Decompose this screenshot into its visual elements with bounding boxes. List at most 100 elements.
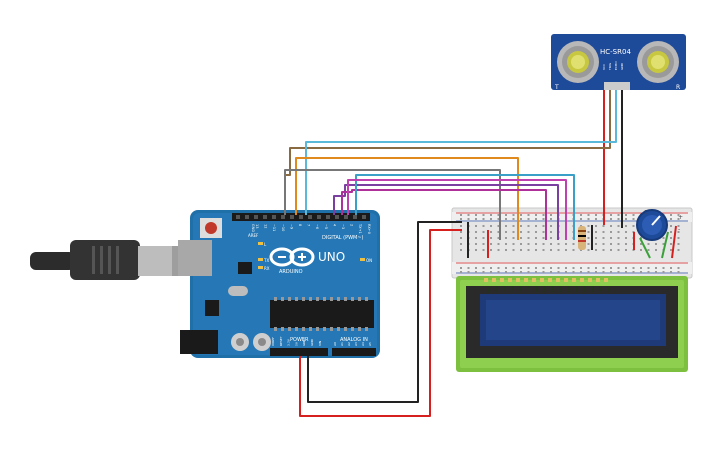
power-pin-label: GND: [310, 338, 314, 346]
lcd-pin: [556, 278, 560, 282]
lcd-pin: [508, 278, 512, 282]
power-header: [270, 348, 328, 356]
lcd-pin-label: RS: [510, 286, 514, 290]
tx-led: [258, 258, 263, 261]
potentiometer[interactable]: 1: [636, 209, 668, 241]
wires: [284, 90, 677, 417]
power-pin-label: 3.3V: [287, 338, 291, 346]
aref-label: AREF: [248, 233, 259, 238]
transmitter-icon: [557, 41, 599, 83]
microcontroller-chip: [270, 300, 374, 328]
sensor-r-label: R: [676, 84, 680, 91]
lcd-pin: [532, 278, 536, 282]
lcd-pin-header: [484, 278, 608, 282]
lcd-pin: [564, 278, 568, 282]
digital-pin-label: 12: [264, 224, 268, 228]
lcd-pin-label: DB0: [534, 286, 538, 292]
lcd-pin: [588, 278, 592, 282]
power-jack: [180, 330, 218, 354]
usb-cable: [30, 240, 200, 280]
digital-pin-label: 8: [298, 224, 302, 226]
power-pin-label: RESET: [279, 336, 283, 346]
l-label: L: [264, 242, 267, 247]
power-pin-label: IOREF: [271, 337, 275, 346]
crystal: [228, 286, 248, 296]
sensor-pin-label: TRIG: [608, 62, 612, 71]
arduino-uno-board[interactable]: DIGITAL (PWM~) AREF UNO ARDUINO TX RX L …: [178, 210, 380, 358]
bb-minus-label: -: [678, 226, 680, 233]
resistor: [578, 226, 586, 250]
analog-pin-label: A2: [347, 342, 351, 346]
voltage-regulator: [205, 300, 219, 316]
lcd-pin: [548, 278, 552, 282]
usb-grip-icon: [92, 246, 119, 274]
lcd-pin-label: LED: [598, 286, 602, 293]
lcd-pin: [500, 278, 504, 282]
analog-pin-label: A1: [340, 342, 344, 346]
lcd-pin-label: E: [526, 286, 530, 288]
analog-header: [332, 348, 376, 356]
analog-header-label: ANALOG IN: [340, 337, 368, 343]
lcd-pin: [492, 278, 496, 282]
lcd-pin-label: DB7: [590, 286, 594, 292]
tx-label: TX: [263, 258, 269, 263]
receiver-icon: [637, 41, 679, 83]
lcd-pin: [604, 278, 608, 282]
lcd-pin: [540, 278, 544, 282]
lcd-pin-label: LED: [606, 286, 610, 293]
bb-plus-label: +: [678, 214, 683, 221]
rx-led: [258, 266, 263, 269]
sensor-t-label: T: [554, 84, 559, 91]
digital-pin-label: ~10: [281, 224, 285, 231]
digital-pin-label: TX→1: [358, 223, 362, 234]
sensor-model-label: HC-SR04: [600, 48, 631, 56]
rx-label: RX: [264, 266, 270, 271]
power-pin-label: VIN: [318, 341, 322, 346]
digital-pin-label: 7: [307, 224, 311, 226]
pot-label: 1: [644, 210, 647, 216]
analog-pin-label: A5: [368, 342, 372, 346]
hc-sr04-sensor[interactable]: HC-SR04 T R: [551, 34, 686, 91]
lcd-pin-label: DB6: [582, 286, 586, 292]
lcd-pin-label: V0: [502, 286, 506, 290]
digital-pin-label: 13: [255, 224, 259, 228]
sensor-pin-label: GND: [620, 62, 624, 70]
power-header-label: POWER: [290, 337, 309, 343]
l-led: [258, 242, 263, 245]
sensor-pin-header: [604, 82, 630, 90]
digital-pin-label: ~9: [289, 224, 293, 229]
power-pin-label: GND: [302, 338, 306, 346]
lcd-pin: [484, 278, 488, 282]
lcd-pin-label: GND: [486, 286, 490, 294]
digital-pin-label: ~6: [315, 224, 319, 229]
sensor-pin-label: ECHO: [614, 61, 618, 70]
lcd-pin: [572, 278, 576, 282]
gnd-label: GND: [251, 224, 255, 232]
digital-header-label: DIGITAL (PWM~): [322, 235, 364, 241]
lcd-pin-label: DB3: [558, 286, 562, 292]
power-pin-label: 5V: [294, 341, 298, 346]
digital-pin-label: 4: [332, 224, 336, 227]
lcd-pin: [516, 278, 520, 282]
reset-button[interactable]: [200, 218, 222, 238]
analog-pin-label: A0: [333, 342, 337, 346]
usb-port: [178, 240, 212, 276]
analog-pin-label: A3: [354, 342, 358, 346]
on-led: [360, 258, 365, 261]
usb-chip: [238, 262, 252, 274]
lcd-pin-label: VCC: [494, 286, 498, 292]
on-label: ON: [366, 258, 372, 263]
lcd-pin-label: DB4: [566, 286, 570, 292]
board-brand-label: ARDUINO: [279, 269, 303, 275]
board-model-label: UNO: [318, 250, 345, 264]
lcd-pin-label: DB1: [542, 286, 546, 292]
arduino-logo-icon: [269, 247, 315, 267]
digital-pin-label: ~11: [272, 224, 276, 231]
lcd-pin-label: DB2: [550, 286, 554, 292]
digital-pin-label: ~3: [341, 224, 345, 229]
